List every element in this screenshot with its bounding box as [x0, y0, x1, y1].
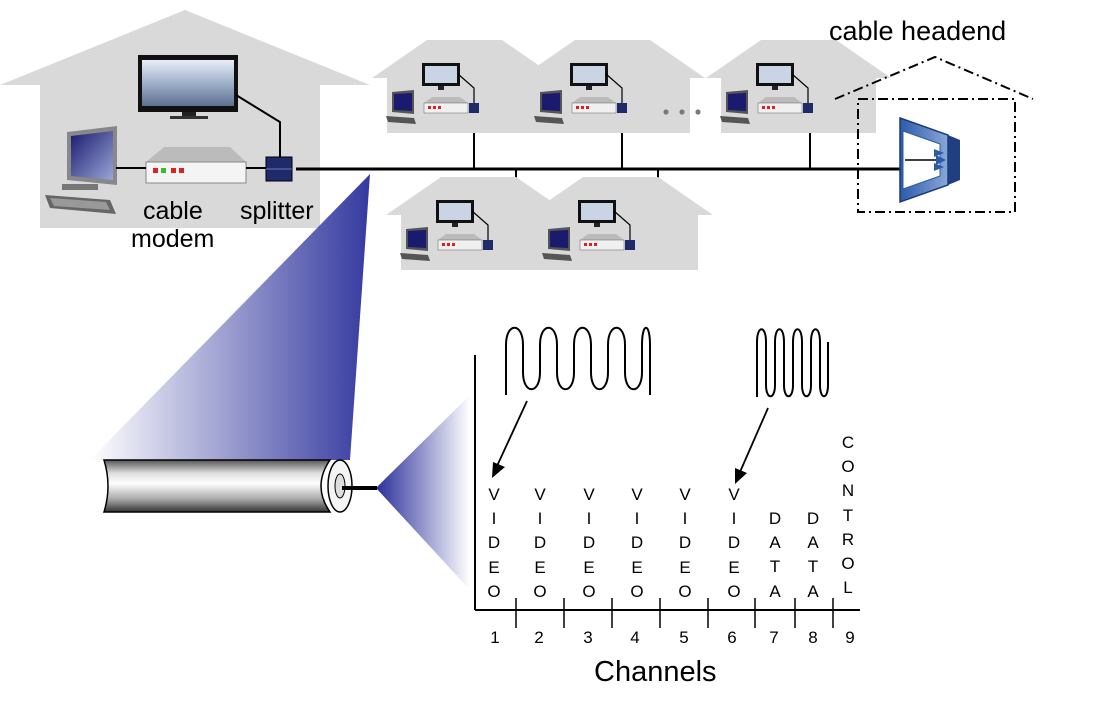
tv-icon [138, 55, 238, 119]
channel-label-letter: V [534, 485, 546, 504]
cable-modem-label-line2: modem [131, 225, 215, 253]
channel-label-letter: O [727, 581, 741, 601]
channel-label-letter: I [491, 509, 497, 529]
more-houses-ellipsis [663, 109, 701, 115]
channel-label-letter: E [728, 557, 740, 577]
channel-label-letter: E [583, 557, 595, 577]
channel-label-letter: O [841, 554, 855, 574]
channel-label-letter: T [842, 505, 854, 525]
headend-outline [834, 55, 1034, 213]
channel-label-letter: I [634, 509, 640, 529]
small-house-4 [386, 177, 571, 270]
channel-label-letter: E [488, 557, 500, 577]
small-house-1 [372, 40, 557, 133]
channel-label-letter: O [841, 457, 855, 477]
arrow-to-channel-6 [735, 407, 769, 484]
channel-label-letter: D [768, 509, 782, 528]
channel-label-letter: D [630, 533, 644, 553]
channel-number-3: 3 [583, 628, 593, 647]
channel-label-letter: D [582, 533, 596, 553]
arrow-to-channel-1 [492, 400, 528, 478]
channel-label-letter: D [727, 533, 741, 553]
channel-label-letter: I [586, 509, 592, 529]
channel-label-letter: T [807, 557, 819, 577]
small-house-5 [528, 177, 713, 270]
channel-label-letter: N [841, 481, 855, 501]
channel-label-letter: O [678, 581, 692, 601]
channel-label-letter: O [582, 581, 596, 601]
spectrum-axes [474, 355, 860, 611]
zoom-cone-2 [376, 395, 470, 590]
channel-label-letter: E [679, 557, 691, 577]
channel-number-8: 8 [808, 628, 818, 647]
channel-label-letter: A [769, 581, 781, 601]
channel-number-6: 6 [727, 628, 737, 647]
coax-cable-icon [102, 459, 377, 513]
channel-label-letter: I [731, 509, 737, 529]
channel-number-1: 1 [490, 628, 500, 647]
channel-number-4: 4 [630, 628, 640, 647]
high-frequency-waveform [756, 328, 829, 398]
cable-modem-label-line1: cable [143, 197, 203, 225]
channel-label-letter: O [487, 581, 501, 601]
low-frequency-waveform [505, 326, 651, 395]
splitter-label: splitter [240, 197, 314, 225]
channel-label-letter: V [488, 485, 500, 504]
channel-label-letter: C [841, 433, 855, 452]
channel-label-letter: R [841, 529, 855, 549]
channel-label-letter: O [630, 581, 644, 601]
splitter-icon [265, 156, 293, 182]
channel-number-9: 9 [845, 628, 855, 647]
computer-icon [45, 126, 117, 214]
channel-label-letter: I [537, 509, 543, 529]
channel-label-letter: E [631, 557, 643, 577]
channel-number-2: 2 [534, 628, 544, 647]
channel-label-letter: L [843, 578, 853, 598]
channel-label-letter: D [533, 533, 547, 553]
small-house-3 [706, 40, 891, 133]
channel-label-letter: E [534, 557, 546, 577]
channel-label-letter: V [631, 485, 643, 504]
channel-label-letter: D [487, 533, 501, 553]
channel-label-letter: V [679, 485, 691, 504]
channel-label-letter: T [769, 557, 781, 577]
channel-label-letter: V [728, 485, 740, 504]
zoom-cone [90, 174, 370, 460]
headend-label: cable headend [829, 16, 1007, 46]
small-house-2 [520, 40, 705, 133]
home-wiring [116, 94, 281, 169]
channel-label-letter: A [769, 533, 781, 553]
channel-label-letter: D [806, 509, 820, 528]
channel-label-letter: I [682, 509, 688, 529]
channel-label-letter: A [807, 533, 819, 553]
channel-number-7: 7 [769, 628, 779, 647]
channels-axis-title: Channels [594, 656, 717, 688]
headend-device-icon [899, 116, 960, 204]
cable-modem-icon [145, 147, 247, 184]
channel-label-letter: V [583, 485, 595, 504]
channel-number-5: 5 [679, 628, 689, 647]
channel-label-letter: O [533, 581, 547, 601]
channel-ticks [515, 598, 834, 628]
channel-label-letter: D [678, 533, 692, 553]
channel-label-letter: A [807, 581, 819, 601]
